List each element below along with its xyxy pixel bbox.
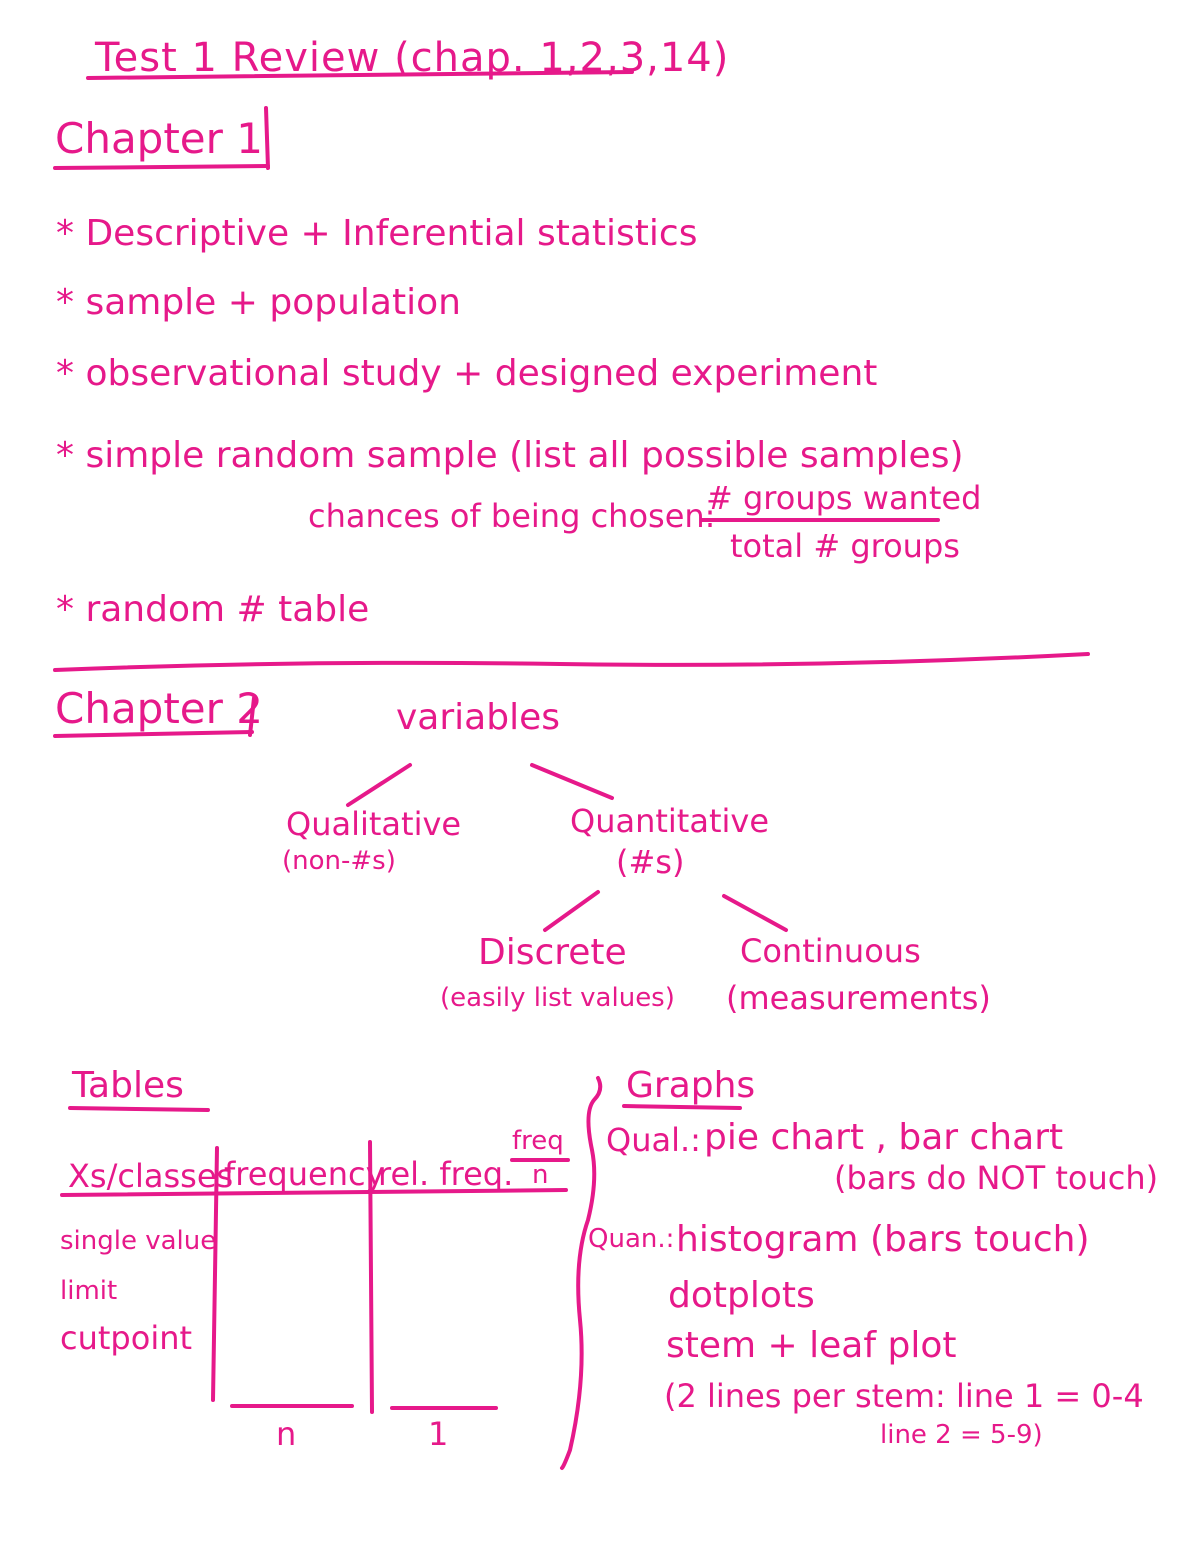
tables-underline — [68, 1106, 210, 1112]
tree-discrete-note: (easily list values) — [440, 983, 675, 1013]
tree-continuous-note: (measurements) — [726, 979, 991, 1017]
table-total-relfreq: 1 — [428, 1415, 449, 1453]
chapter1-bullet-observational: * observational study + designed experim… — [56, 353, 878, 394]
graphs-qual-text: pie chart , bar chart — [704, 1117, 1064, 1158]
tree-discrete: Discrete — [478, 932, 627, 973]
chapter1-heading: Chapter 1 — [55, 114, 263, 163]
chapter1-bullet-sample: * sample + population — [56, 282, 461, 323]
tree-root-variables: variables — [396, 697, 560, 738]
table-col-frequency: frequency — [224, 1155, 385, 1193]
graphs-quan-stemleaf: stem + leaf plot — [666, 1325, 957, 1366]
fraction-denominator: total # groups — [730, 527, 960, 565]
branch-discrete — [543, 890, 600, 932]
graphs-qual-label: Qual.: — [606, 1121, 701, 1159]
section-divider — [53, 652, 1090, 672]
chapter1-bullet-descriptive: * Descriptive + Inferential statistics — [56, 213, 698, 254]
tree-quantitative: Quantitative — [570, 802, 770, 840]
tables-heading: Tables — [72, 1065, 184, 1106]
relfreq-denominator: n — [532, 1160, 549, 1190]
graphs-quan-histogram: histogram (bars touch) — [676, 1219, 1090, 1260]
stem-note-line2: line 2 = 5-9) — [880, 1420, 1043, 1450]
chances-label: chances of being chosen: — [308, 497, 716, 535]
table-col-relfreq: rel. freq. — [378, 1155, 514, 1193]
branch-qualitative — [346, 763, 412, 807]
table-row-cutpoint: cutpoint — [60, 1319, 193, 1357]
tree-qualitative: Qualitative — [286, 805, 462, 843]
branch-quantitative — [530, 763, 614, 800]
table-total-n: n — [276, 1415, 297, 1453]
graphs-quan-label: Quan.: — [588, 1224, 675, 1254]
graphs-underline — [622, 1104, 742, 1110]
graphs-quan-dotplots: dotplots — [668, 1275, 815, 1316]
branch-continuous — [722, 894, 788, 932]
page-title: Test 1 Review (chap. 1,2,3,14) — [95, 35, 730, 81]
stem-note-line1: (2 lines per stem: line 1 = 0-4 — [664, 1377, 1144, 1415]
chapter2-heading: Chapter 2 — [55, 684, 263, 733]
tree-quantitative-note: (#s) — [616, 843, 685, 881]
graphs-heading: Graphs — [626, 1065, 756, 1106]
chapter1-underline — [53, 164, 270, 170]
chapter1-bullet-srs: * simple random sample (list all possibl… — [56, 435, 964, 476]
tree-qualitative-note: (non-#s) — [282, 846, 396, 876]
fraction-numerator: # groups wanted — [706, 479, 982, 517]
section-brace — [560, 1076, 603, 1470]
tree-continuous: Continuous — [740, 932, 921, 970]
chapter1-bullet-random-table: * random # table — [56, 589, 370, 630]
table-row-single-value: single value — [60, 1226, 217, 1256]
graphs-qual-note: (bars do NOT touch) — [834, 1159, 1159, 1197]
chapter1-bar — [264, 106, 270, 170]
table-row-limit: limit — [60, 1276, 118, 1306]
relfreq-numerator: freq — [512, 1126, 564, 1156]
table-col-classes: Xs/classes — [68, 1157, 234, 1195]
